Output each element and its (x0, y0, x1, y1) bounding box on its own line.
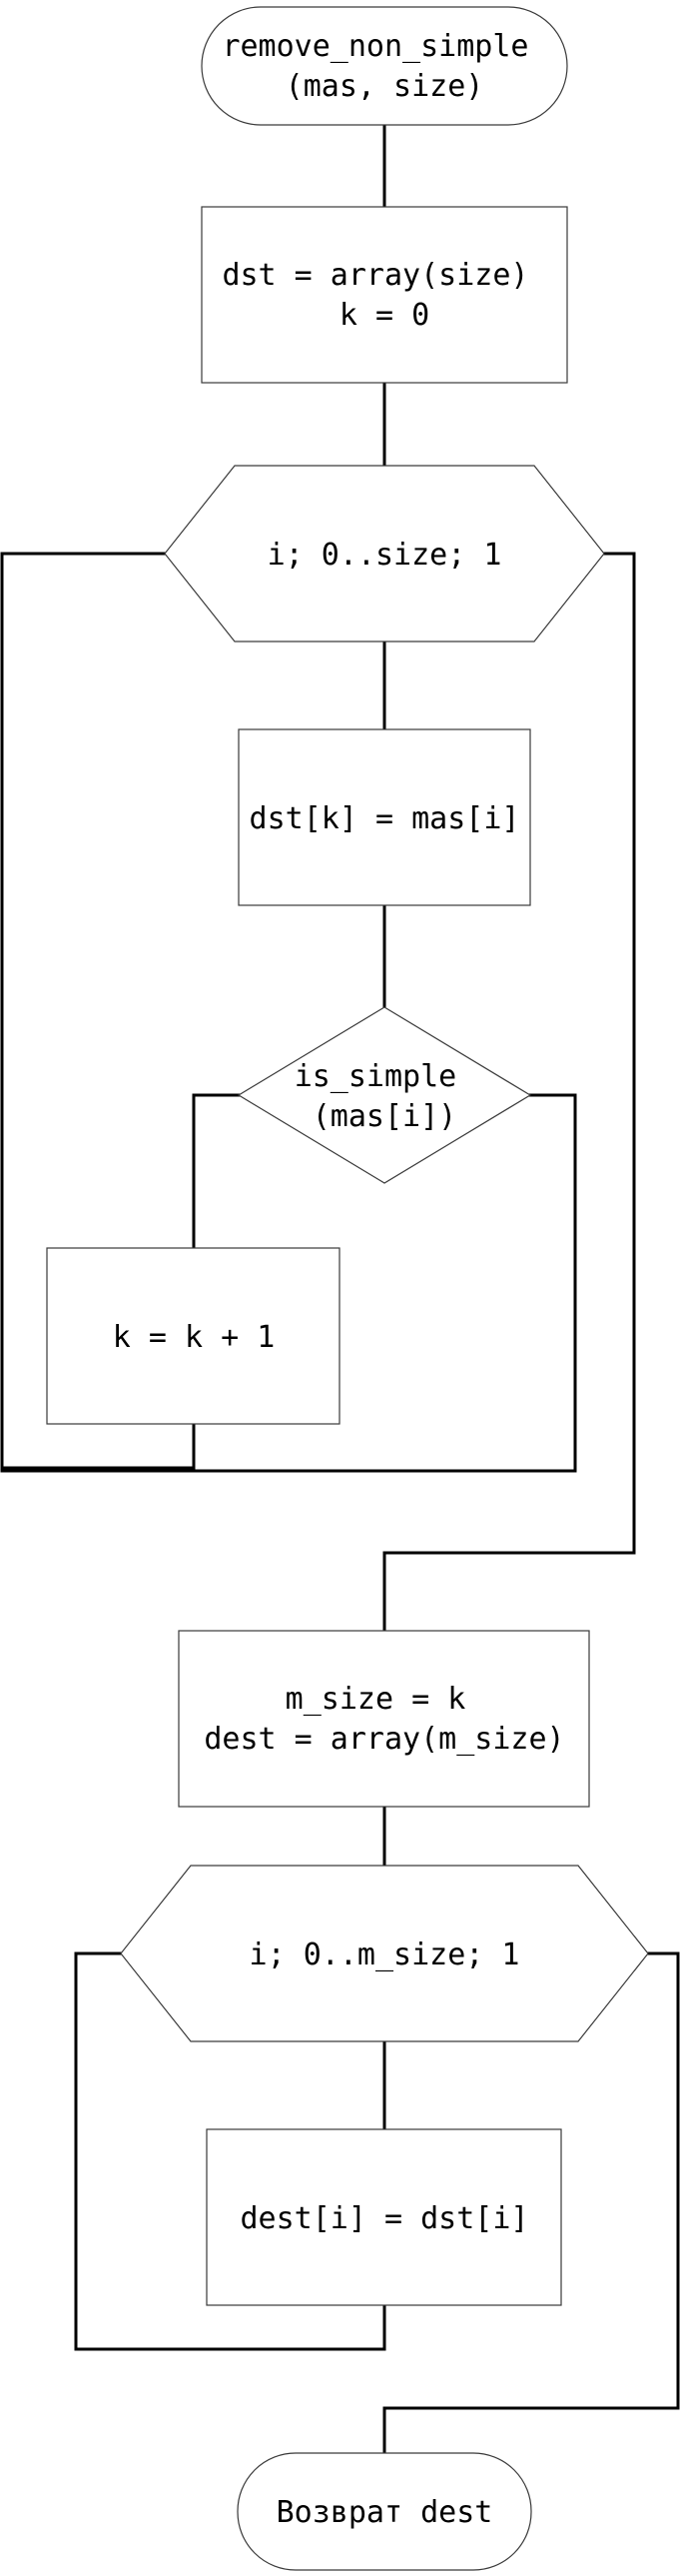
connector-check-yes-branch (192, 1093, 241, 1250)
init-dest-label-line-1: m_size = k (286, 1682, 466, 1717)
connector-loop1-back-edge (0, 552, 167, 1473)
start-label-line-2: (mas, size) (286, 69, 484, 104)
increment-k-shape (46, 1247, 340, 1425)
init-label-line-2: k = 0 (340, 298, 429, 333)
init-process: dst = array(size) k = 0 (201, 206, 568, 384)
init-label: dst = array(size) k = 0 (222, 258, 546, 333)
init-dest-shape (178, 1630, 590, 1808)
increment-k-process: k = k + 1 (46, 1247, 340, 1425)
copy-shape (206, 2128, 562, 2306)
check-simple-label-line-1: is_simple (295, 1059, 457, 1094)
loop2-label-line-1: i; 0..m_size; 1 (250, 1937, 520, 1972)
connector-increment-to-merge (0, 1422, 196, 1470)
start-label: remove_non_simple (mas, size) (222, 29, 546, 104)
loop1-label-line-1: i; 0..size; 1 (268, 538, 502, 573)
increment-k-label: k = k + 1 (113, 1320, 276, 1355)
start-label-line-1: remove_non_simple (222, 29, 528, 64)
loop1-shape (164, 465, 605, 643)
init-label-line-1: dst = array(size) (222, 258, 528, 293)
assign-dst-process: dst[k] = mas[i] (238, 728, 531, 906)
init-shape (201, 206, 568, 384)
connector-loop2-exit (382, 1951, 680, 2455)
end-label-line-1: Возврат dest (277, 2495, 493, 2530)
end-terminator: Возврат dest (237, 2452, 532, 2571)
init-dest-label: m_size = k dest = array(m_size) (204, 1682, 564, 1757)
connectors (0, 123, 680, 2455)
check-simple-label: is_simple (mas[i]) (295, 1059, 475, 1134)
loop1-label: i; 0..size; 1 (268, 538, 502, 573)
connector-loop2-back-edge (74, 1951, 386, 2351)
end-shape (237, 2452, 532, 2571)
copy-label: dest[i] = dst[i] (241, 2201, 529, 2236)
loop2-shape (120, 1865, 649, 2042)
assign-dst-label-line-1: dst[k] = mas[i] (250, 801, 520, 836)
connector-check-no-branch (0, 1093, 577, 1473)
loop2-label: i; 0..m_size; 1 (250, 1937, 520, 1972)
start-shape (201, 6, 568, 126)
check-simple-shape (237, 1006, 532, 1184)
init-dest-process: m_size = k dest = array(m_size) (178, 1630, 590, 1808)
copy-label-line-1: dest[i] = dst[i] (241, 2201, 529, 2236)
init-dest-label-line-2: dest = array(m_size) (204, 1722, 564, 1757)
copy-process: dest[i] = dst[i] (206, 2128, 562, 2306)
check-simple-label-line-2: (mas[i]) (313, 1099, 457, 1134)
loop1-hexagon: i; 0..size; 1 (164, 465, 605, 643)
assign-dst-shape (238, 728, 531, 906)
start-terminator: remove_non_simple (mas, size) (201, 6, 568, 126)
check-simple-decision: is_simple (mas[i]) (237, 1006, 532, 1184)
connector-loop1-exit (382, 552, 636, 1633)
assign-dst-label: dst[k] = mas[i] (250, 801, 520, 836)
loop2-hexagon: i; 0..m_size; 1 (120, 1865, 649, 2042)
end-label: Возврат dest (277, 2495, 493, 2530)
increment-k-label-line-1: k = k + 1 (113, 1320, 276, 1355)
